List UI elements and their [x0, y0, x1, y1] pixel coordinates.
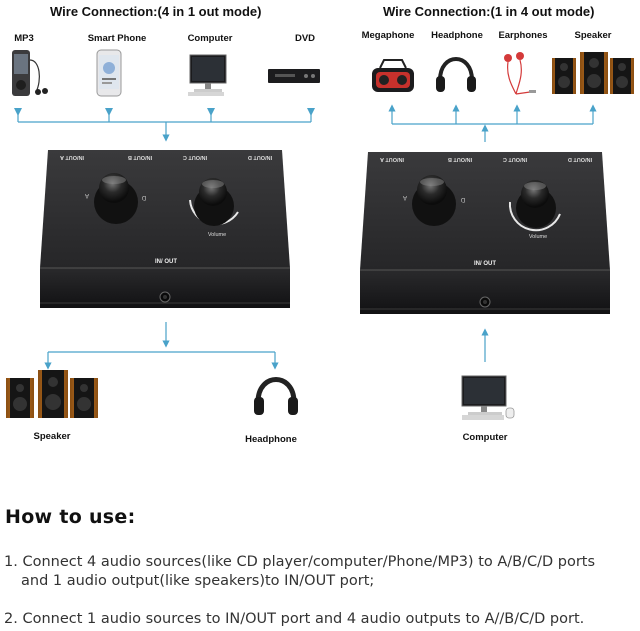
mp3-player-icon: [12, 50, 48, 96]
megaphone-icon: [372, 59, 414, 92]
right-volume-label: Volume: [529, 234, 547, 240]
speaker-top-icon: [552, 52, 634, 94]
howto-step-1-line-2: and 1 audio output(like speakers)to IN/O…: [21, 573, 375, 589]
input-label-computer: Computer: [462, 432, 508, 443]
left-title: Wire Connection:(4 in 1 out mode): [50, 4, 262, 19]
headphone-icon: [254, 377, 298, 415]
output-label-speaker: Speaker: [33, 431, 71, 442]
right-port-a-label: IN/OUT A: [380, 156, 404, 162]
smart-phone-icon: [96, 49, 122, 97]
device-label-earphones: Earphones: [498, 30, 548, 41]
right-port-b-label: IN/OUT B: [448, 156, 472, 162]
device-label-computer: Computer: [187, 33, 233, 44]
right-title: Wire Connection:(1 in 4 out mode): [383, 4, 595, 19]
device-label-megaphone: Megaphone: [361, 30, 415, 41]
left-output-wires: [44, 322, 279, 370]
left-input-wires: [17, 110, 312, 142]
output-label-headphone: Headphone: [245, 434, 297, 445]
wiring-diagram: IN/OUT A IN/OUT B IN/OUT C IN/OUT D A D …: [6, 49, 634, 420]
left-inout-label: IN/ OUT: [155, 259, 177, 265]
device-label-speaker: Speaker: [574, 30, 612, 41]
right-output-wires: [388, 104, 597, 142]
device-label-mp3: MP3: [14, 33, 34, 44]
left-knob-mark-a: A: [85, 192, 89, 198]
device-label-headphone: Headphone: [431, 30, 483, 41]
dvd-player-icon: [268, 69, 320, 83]
left-audio-switch-box: IN/OUT A IN/OUT B IN/OUT C IN/OUT D A D …: [40, 150, 290, 308]
computer-icon: [188, 54, 227, 96]
device-label-smart-phone: Smart Phone: [87, 33, 147, 44]
left-volume-label: Volume: [208, 232, 226, 238]
right-inout-label: IN/ OUT: [474, 261, 496, 267]
right-port-d-label: IN/OUT D: [568, 156, 592, 162]
howto-step-1-line-1: 1. Connect 4 audio sources(like CD playe…: [4, 554, 596, 570]
right-knob-mark-a: A: [403, 194, 407, 200]
speaker-set-icon: [6, 370, 98, 418]
left-knob-mark-d: D: [141, 194, 146, 200]
howto-step-2: 2. Connect 1 audio sources to IN/OUT por…: [4, 611, 585, 627]
left-port-c-label: IN/OUT C: [183, 154, 207, 160]
left-port-d-label: IN/OUT D: [248, 154, 272, 160]
right-port-c-label: IN/OUT C: [503, 156, 527, 162]
earphones-icon: [504, 52, 536, 95]
right-knob-mark-d: D: [460, 196, 465, 202]
left-port-a-label: IN/OUT A: [60, 154, 84, 160]
howto-heading: How to use:: [5, 506, 136, 528]
device-label-dvd: DVD: [294, 33, 316, 44]
headphone-top-icon: [436, 57, 476, 92]
computer-input-icon: [461, 375, 515, 420]
right-audio-switch-box: IN/OUT A IN/OUT B IN/OUT C IN/OUT D A D …: [360, 152, 610, 314]
left-port-b-label: IN/OUT B: [128, 154, 152, 160]
